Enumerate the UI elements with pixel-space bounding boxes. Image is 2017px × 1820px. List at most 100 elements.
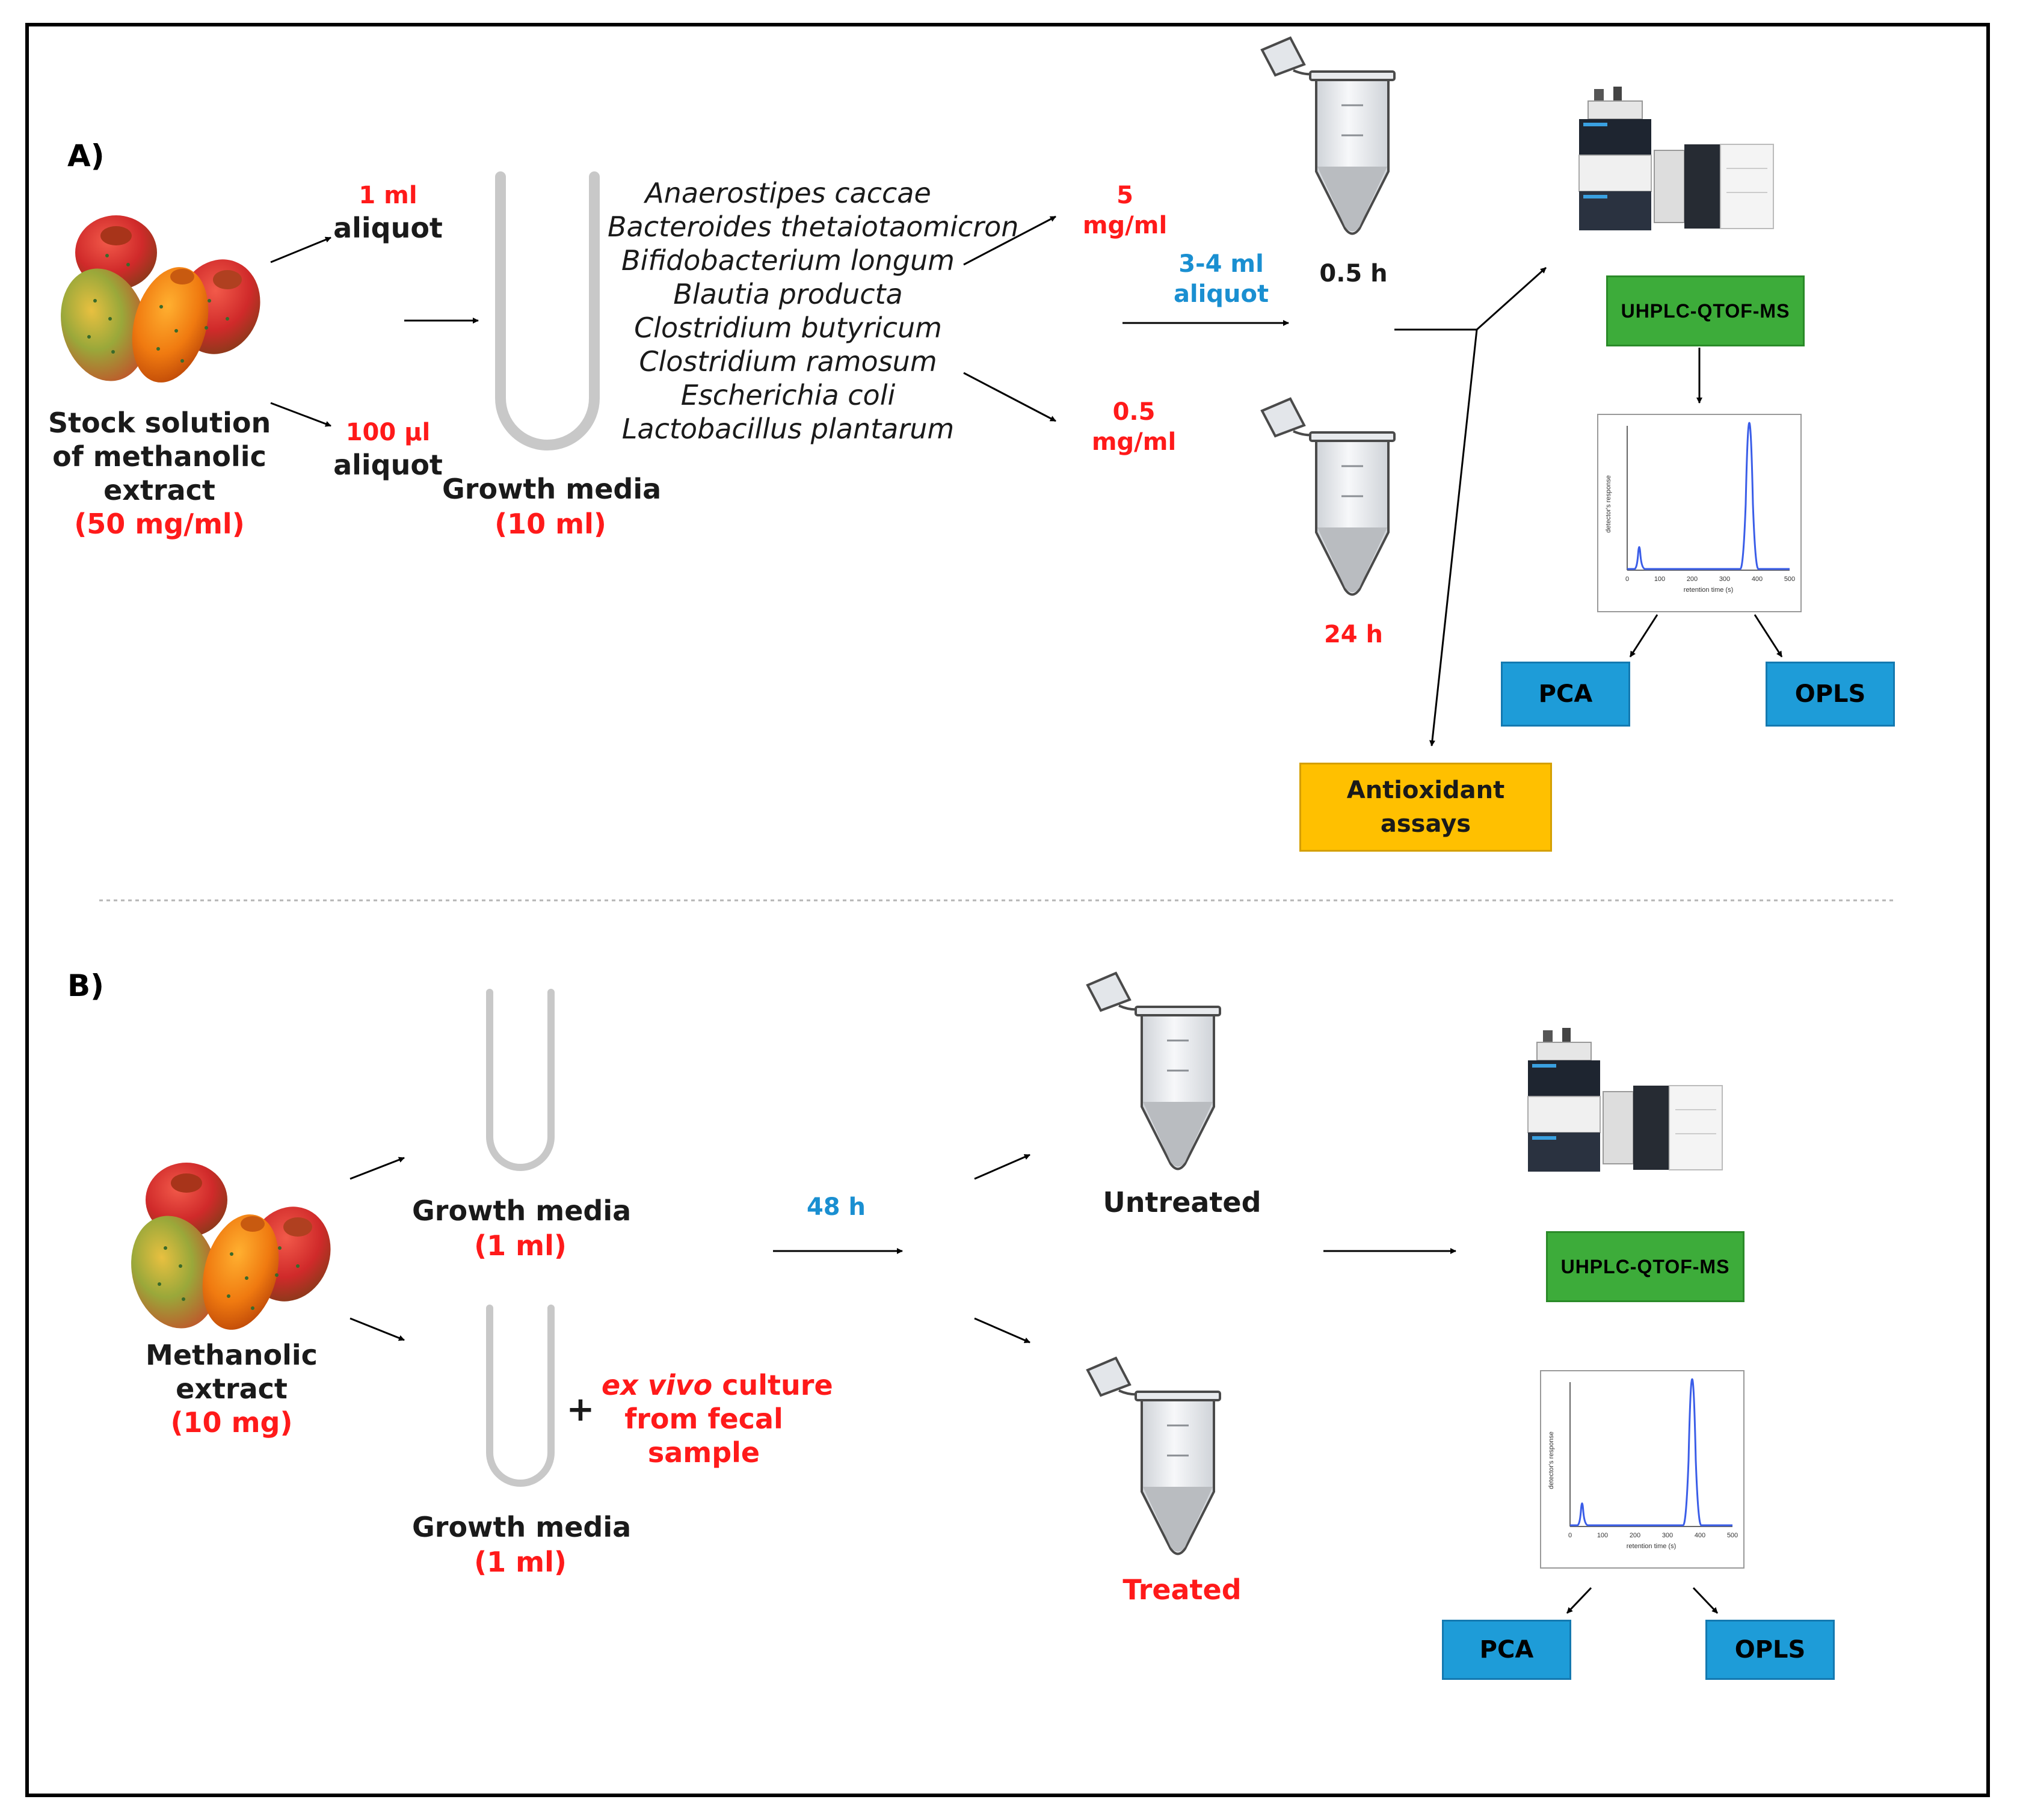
methanolic-extract-line1: Methanolic: [146, 1339, 318, 1371]
x-tick-label: 400: [1695, 1532, 1705, 1539]
x-tick-label: 0: [1625, 576, 1629, 583]
bacteria-item: Blautia producta: [673, 278, 903, 310]
bacteria-item: Clostridium ramosum: [639, 345, 937, 378]
aliquot1-label: aliquot: [333, 212, 443, 244]
ex-vivo-italic: ex vivo: [602, 1369, 713, 1401]
test-tube-icon: [486, 989, 555, 1171]
methanolic-extract-amount: (10 mg): [170, 1406, 293, 1439]
growth-media-label: Growth media: [412, 1194, 632, 1227]
growth-media-volume: (1 ml): [474, 1229, 567, 1262]
growth-media-label: Growth media: [412, 1511, 632, 1543]
arrow-stock-to-aliquot1: [270, 236, 331, 263]
eppendorf-tube-icon: [1260, 36, 1396, 235]
bacteria-item: Bacteroides thetaiotaomicron: [608, 211, 1019, 243]
ex-vivo-line3: sample: [647, 1436, 760, 1469]
time-label-0-5h: 0.5 h: [1319, 260, 1388, 287]
chromatogram-trace: [1570, 1378, 1732, 1526]
ex-vivo-rest: culture: [712, 1369, 833, 1401]
stock-solution-line1: Stock solution: [48, 407, 271, 439]
eppendorf-tube-icon: [1086, 971, 1221, 1170]
figure-frame: [25, 23, 1990, 1797]
pca-box-a: PCA: [1501, 662, 1630, 727]
untreated-label: Untreated: [1103, 1186, 1261, 1219]
arrow-stock-to-aliquot2: [270, 402, 331, 427]
opls-box-a: OPLS: [1766, 662, 1895, 727]
eppendorf-tube-icon: [1086, 1356, 1221, 1555]
transfer-volume: 3-4 ml: [1178, 250, 1264, 278]
x-tick-label: 100: [1654, 576, 1665, 583]
section-a-label: A): [67, 138, 105, 173]
test-tube-icon: [486, 1305, 555, 1487]
x-tick-label: 500: [1727, 1532, 1738, 1539]
chrom-xlabel: retention time (s): [1627, 1543, 1677, 1550]
arrow-extract-to-growth2: [350, 1317, 405, 1341]
growth-media-volume: (1 ml): [474, 1546, 567, 1578]
x-tick-label: 0: [1568, 1532, 1572, 1539]
conc-high-value: 5: [1116, 182, 1133, 209]
arrow-to-uhplc-a: [1476, 266, 1547, 331]
chrom-ylabel: detector's response: [1548, 1431, 1555, 1489]
stock-concentration: (50 mg/ml): [74, 508, 245, 540]
arrow-chrom-to-opls-a: [1754, 614, 1783, 657]
uhplc-qtof-ms-box: UHPLC-QTOF-MS: [1606, 275, 1805, 346]
stock-solution-line3: extract: [103, 474, 215, 506]
conc-high-unit: mg/ml: [1082, 212, 1168, 239]
ex-vivo-line2: from fecal: [624, 1403, 783, 1435]
bacteria-item: Anaerostipes caccae: [645, 177, 931, 209]
x-tick-label: 200: [1687, 576, 1698, 583]
aliquot1-volume: 1 ml: [359, 182, 417, 209]
x-tick-label: 400: [1752, 576, 1763, 583]
arrow-to-treated: [974, 1317, 1030, 1344]
antioxidant-line1: Antioxidant: [1346, 776, 1505, 804]
ex-vivo-line1: ex vivo culture: [602, 1367, 833, 1404]
transfer-label: aliquot: [1173, 280, 1269, 308]
arrow-chrom-to-pca-a: [1629, 614, 1658, 657]
arrow-chrom-to-pca-b: [1566, 1587, 1592, 1614]
bacteria-item: Clostridium butyricum: [634, 312, 942, 344]
arrow-to-antioxidant: [1429, 329, 1478, 746]
prickly-pear-fruit-icon: [131, 1163, 331, 1330]
treated-label: Treated: [1122, 1573, 1242, 1606]
chromatogram-plot: detector's response 0 100 200 300 400 50…: [1540, 1370, 1744, 1569]
uhplc-qtof-ms-box: UHPLC-QTOF-MS: [1546, 1231, 1744, 1302]
aliquot2-label: aliquot: [333, 449, 443, 481]
test-tube-icon: [495, 171, 600, 450]
chromatogram-plot: detector's response 0 100 200 300 400 50…: [1597, 414, 1802, 612]
chromatogram-frame: [1540, 1370, 1744, 1569]
bacteria-item: Bifidobacterium longum: [621, 244, 955, 277]
aliquot2-volume: 100 µl: [345, 419, 431, 446]
arrow-chrom-to-opls-b: [1692, 1587, 1719, 1614]
conc-low-value: 0.5: [1112, 398, 1156, 426]
chrom-xlabel: retention time (s): [1684, 586, 1734, 594]
uhplc-instrument-icon: [1527, 1028, 1723, 1172]
opls-box-b: OPLS: [1705, 1620, 1835, 1680]
conc-low-unit: mg/ml: [1091, 428, 1177, 456]
section-b-label: B): [67, 968, 104, 1003]
bacteria-list: Anaerostipes caccae Bacteroides thetaiot…: [608, 174, 1019, 445]
chromatogram-frame: [1597, 414, 1802, 612]
stock-solution-line2: of methanolic: [52, 440, 266, 473]
arrow-to-untreated: [974, 1154, 1030, 1180]
arrow-to-conc-low: [963, 372, 1056, 422]
methanolic-extract-line2: extract: [176, 1373, 288, 1405]
growth-media-volume: (10 ml): [494, 508, 606, 540]
plus-sign: +: [566, 1390, 595, 1429]
arrow-to-conc-high: [963, 215, 1056, 266]
time-label-24h: 24 h: [1323, 621, 1384, 648]
chromatogram-trace: [1627, 422, 1790, 570]
incubation-time: 48 h: [806, 1193, 866, 1221]
eppendorf-tube-icon: [1260, 397, 1396, 596]
prickly-pear-fruit-icon: [61, 215, 260, 383]
antioxidant-assays-box: Antioxidant assays: [1299, 763, 1552, 852]
x-tick-label: 300: [1662, 1532, 1673, 1539]
chrom-ylabel: detector's response: [1605, 475, 1612, 533]
uhplc-instrument-icon: [1578, 87, 1774, 230]
bacteria-item: Lactobacillus plantarum: [621, 413, 955, 445]
x-tick-label: 300: [1719, 576, 1730, 583]
x-tick-label: 100: [1597, 1532, 1608, 1539]
growth-media-label: Growth media: [442, 473, 662, 505]
x-tick-label: 200: [1630, 1532, 1640, 1539]
bacteria-item: Escherichia coli: [680, 379, 896, 411]
antioxidant-line2: assays: [1380, 810, 1471, 838]
